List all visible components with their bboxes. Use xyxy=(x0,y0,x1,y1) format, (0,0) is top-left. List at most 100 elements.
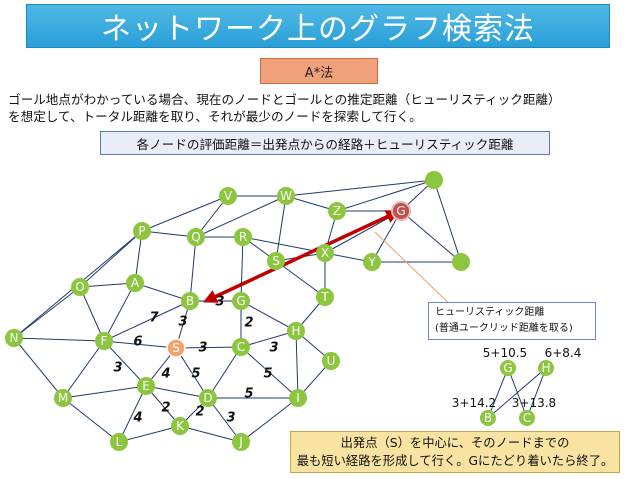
page-title: ネットワーク上のグラフ検索法 xyxy=(101,12,535,47)
description-line-2: を想定して、トータル距離を取り、それが最少のノードを探索して行く。 xyxy=(8,109,422,124)
edge-weight-label: 5 xyxy=(191,367,200,382)
example-label-c: 3+13.8 xyxy=(512,396,556,410)
graph-node-label-i: I xyxy=(296,391,300,405)
edge-weight-label: 3 xyxy=(178,315,187,330)
graph-node-s xyxy=(166,338,186,358)
graph-node-p xyxy=(133,222,151,240)
graph-edge xyxy=(240,300,297,332)
graph-edge xyxy=(433,179,462,263)
graph-edge xyxy=(13,286,81,339)
edge-weight-label: 3 xyxy=(215,295,224,310)
edge-weight-label: 5 xyxy=(263,367,272,382)
graph-edge xyxy=(207,346,242,399)
graph-node-c xyxy=(232,338,250,356)
example-node-c xyxy=(519,410,535,426)
edge-weight-label: 3 xyxy=(269,341,278,356)
edge-weight-label: 4 xyxy=(132,411,142,426)
graph-node-label-c: C xyxy=(237,340,245,354)
graph-edge xyxy=(118,425,181,443)
graph-node-k xyxy=(171,417,189,435)
graph-node-i xyxy=(289,389,307,407)
graph-edge xyxy=(240,330,297,348)
heuristic-arrow xyxy=(202,210,401,303)
graph-edge xyxy=(189,236,197,302)
example-node-g-label: G xyxy=(503,361,512,375)
graph-edge xyxy=(336,179,435,212)
graph-node-label-l: L xyxy=(116,435,123,449)
edge-weight-label: 3 xyxy=(198,341,207,356)
graph-node-l xyxy=(110,433,128,451)
example-tree: G H B C 5+10.5 6+8.4 3+14.2 3+13.8 xyxy=(452,346,581,426)
graph-node-e xyxy=(137,377,155,395)
graph-node-t xyxy=(316,288,334,306)
graph-edge xyxy=(145,385,209,399)
graph-node-j xyxy=(232,433,250,451)
graph-node-d xyxy=(199,389,217,407)
graph-node-m xyxy=(54,389,72,407)
graph-edge xyxy=(179,425,242,443)
graph-edge xyxy=(62,385,147,399)
graph-edge xyxy=(62,397,120,443)
note-line-2: 最も短い経路を形成して行く。Gにたどり着いたら終了。 xyxy=(296,454,614,468)
edge-weight-label: 3 xyxy=(226,411,235,426)
graph-node-u2 xyxy=(452,253,470,271)
graph-node-label-m: M xyxy=(58,391,68,405)
graph-node-label-w: W xyxy=(280,189,292,203)
example-edge xyxy=(526,367,547,419)
graph-edge xyxy=(275,195,287,262)
graph-node-u1 xyxy=(425,171,443,189)
heuristic-box-line-2: (普通ユークリッド距離を取る) xyxy=(435,323,573,334)
graph-edge xyxy=(79,230,143,288)
heuristic-box: ヒューリスティック距離 (普通ユークリッド距離を取る) xyxy=(428,302,596,340)
graph-edge xyxy=(141,230,197,238)
graph-node-g2 xyxy=(232,292,250,310)
graph-node-label-h: H xyxy=(291,324,300,338)
example-edge xyxy=(507,367,528,419)
graph-node-label-z: Z xyxy=(333,204,341,218)
graph-edge xyxy=(240,397,299,443)
edge-weight-label: 3 xyxy=(113,361,122,376)
graph-node-x xyxy=(316,244,334,262)
graph-edge xyxy=(103,340,177,349)
graph-edge xyxy=(240,236,244,302)
graph-node-label-p: P xyxy=(138,224,145,238)
graph-node-o xyxy=(71,278,89,296)
graph-node-label-f: F xyxy=(101,334,108,348)
graph-edge xyxy=(285,179,435,197)
description: ゴール地点がわかっている場合、現在のノードとゴールとの推定距離（ヒューリスティッ… xyxy=(8,91,633,125)
graph-node-label-s2: S xyxy=(272,254,280,268)
graph-edge xyxy=(118,385,147,443)
graph-node-b xyxy=(181,292,199,310)
graph-node-label-k: K xyxy=(176,419,185,433)
graph-edge xyxy=(103,300,191,342)
graph-node-label-g2: G xyxy=(236,294,245,308)
description-line-1: ゴール地点がわかっている場合、現在のノードとゴールとの推定距離（ヒューリスティッ… xyxy=(8,92,561,107)
graph-node-h xyxy=(287,322,305,340)
edge-weight-label: 2 xyxy=(195,405,204,420)
example-node-h-label: H xyxy=(541,361,550,375)
graph-node-label-q: Q xyxy=(191,230,200,244)
graph-node-n xyxy=(5,329,23,347)
graph-edge xyxy=(295,330,299,399)
graph-node-label-n: N xyxy=(10,331,19,345)
graph-edge xyxy=(207,397,242,443)
title-banner: ネットワーク上のグラフ検索法 xyxy=(26,4,610,48)
graph-node-label-v: V xyxy=(224,189,233,203)
example-node-b xyxy=(480,410,496,426)
graph-edge xyxy=(175,347,209,399)
graph-node-label-t: T xyxy=(320,290,329,304)
graph-node-label-d: D xyxy=(203,391,212,405)
example-edge xyxy=(487,367,509,419)
example-node-c-label: C xyxy=(523,411,531,425)
edge-weight-label: 2 xyxy=(244,316,253,331)
graph-edge xyxy=(79,286,105,342)
graph-edge xyxy=(79,282,136,288)
graph-node-s2 xyxy=(267,252,285,270)
graph-node-r xyxy=(234,228,252,246)
edge-weight-label: 4 xyxy=(160,367,170,382)
graph-node-label-b: B xyxy=(186,294,194,308)
formula-text: 各ノードの評価距離＝出発点からの経路＋ヒューリスティック距離 xyxy=(136,136,514,152)
graph-edge xyxy=(103,340,147,387)
